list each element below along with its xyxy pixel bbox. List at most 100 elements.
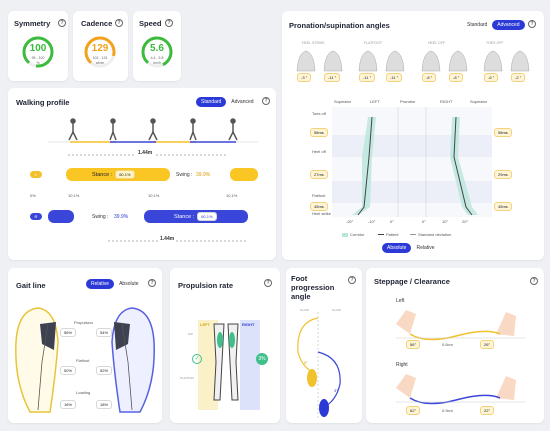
help-icon[interactable]: ?	[528, 20, 536, 28]
propulsion-right-label: RIGHT	[242, 322, 255, 327]
absolute-button[interactable]: Absolute	[382, 243, 412, 253]
x-tick: 10°	[442, 219, 449, 224]
steppage-left-diagram	[396, 310, 526, 341]
speed-range: 4.4 - 5.8	[150, 56, 164, 60]
percent-zero: 0%	[30, 193, 36, 198]
right-ms-1: 98ms	[494, 128, 512, 137]
double-support-2: 10.1%	[148, 193, 160, 198]
steppage-card: Steppage / Clearance ? Left 56° 0.6cm 26…	[366, 268, 544, 423]
help-icon[interactable]: ?	[348, 276, 356, 284]
right-foot-icon: R	[30, 213, 42, 220]
legend-patient-swatch	[378, 234, 384, 235]
angle-badge: -11 °	[359, 73, 376, 82]
symmetry-range: 95 - 100	[31, 56, 45, 60]
axis-left: LEFT	[370, 99, 380, 104]
relative-button[interactable]: Relative	[416, 245, 435, 251]
x-tick: 20°	[462, 219, 469, 224]
speed-value: 5.6	[150, 43, 164, 54]
help-icon[interactable]: ?	[58, 19, 66, 27]
phase-heel-strike: HEEL STRIKE	[302, 41, 325, 45]
standard-toggle[interactable]: Standard	[196, 97, 227, 107]
legend-std: Standard deviation	[418, 232, 452, 237]
steppage-right-diagram	[396, 374, 526, 405]
axis-right: RIGHT	[440, 99, 453, 104]
help-icon[interactable]: ?	[165, 19, 173, 27]
symmetry-value: 100	[29, 43, 47, 54]
pronation-card: Pronation/supination angles Standard Adv…	[282, 11, 544, 260]
left-next-stance	[230, 168, 258, 181]
angle-values: -3 ° -11 ° -11 ° -11 ° -8 ° -8 ° -6 ° -2…	[292, 73, 537, 82]
double-support-3: 10.1%	[226, 193, 238, 198]
symmetry-unit: %	[36, 61, 40, 65]
help-icon[interactable]: ?	[262, 97, 270, 105]
axis-plantar: PLANTAR	[180, 376, 194, 380]
advanced-toggle[interactable]: Advanced	[492, 20, 525, 30]
left-stance-value: 60.1%	[115, 170, 135, 179]
walking-profile-title: Walking profile	[16, 98, 70, 107]
cadence-card: Cadence ? 129 102 - 124 s/min	[73, 11, 128, 81]
propulsion-right: 54%	[96, 328, 113, 337]
x-tick: 0°	[390, 219, 394, 224]
symmetry-gauge	[22, 36, 54, 68]
row-flatfoot: Flatfoot	[312, 193, 326, 198]
cadence-value: 129	[91, 43, 109, 54]
angle-badge: -3 °	[297, 73, 312, 82]
pronation-view-toggle: Standard Advanced	[462, 20, 525, 30]
propulsion-right-badge: 3%	[256, 353, 268, 365]
row-heel-strike: Heel strike	[312, 211, 331, 216]
angle-badge: -11 °	[324, 73, 341, 82]
angle-badge: -11 °	[386, 73, 403, 82]
steppage-title: Steppage / Clearance	[374, 277, 450, 286]
right-swing-value: 39.9%	[114, 214, 129, 220]
propulsion-rate-card: Propulsion rate ? LEFT RIGHT HIP PLANTAR…	[170, 268, 280, 423]
legend-patient: Patient	[386, 232, 399, 237]
x-tick: -20°	[346, 219, 354, 224]
cadence-unit: s/min	[95, 61, 105, 65]
right-swing-label: Swing :	[92, 214, 109, 220]
help-icon[interactable]: ?	[115, 19, 123, 27]
loading-label: Loading	[76, 390, 91, 395]
row-heel-off: Heel off	[312, 149, 326, 154]
left-ms-2: 27ms	[310, 170, 328, 179]
symmetry-card: Symmetry ? 100 95 - 100 %	[8, 11, 68, 81]
right-prev-stance	[48, 210, 74, 223]
right-stance-value: 60.1%	[197, 212, 217, 221]
legend-corridor-swatch	[342, 233, 348, 237]
foot-angle-icons	[296, 50, 530, 72]
help-icon[interactable]: ?	[264, 279, 272, 287]
gait-view-toggle: Relative Absolute	[86, 279, 144, 289]
speed-unit: km/h	[153, 61, 161, 65]
axis-pronator: Pronator	[400, 99, 416, 104]
propulsion-label: Propulsion	[74, 320, 93, 325]
cadence-gauge	[84, 36, 116, 68]
flatfoot-right: 52%	[96, 366, 113, 375]
help-icon[interactable]: ?	[148, 279, 156, 287]
axis-hip: HIP	[188, 332, 194, 336]
left-progression-angle: 5°	[304, 360, 308, 365]
angle-badge: -8 °	[449, 73, 464, 82]
angle-badge: -8 °	[422, 73, 437, 82]
advanced-toggle[interactable]: Advanced	[231, 99, 254, 105]
absolute-toggle[interactable]: Absolute	[119, 281, 139, 287]
standard-toggle[interactable]: Standard	[467, 22, 488, 28]
slow-label-left: SLOW	[300, 308, 309, 312]
help-icon[interactable]: ?	[530, 277, 538, 285]
distance-bottom: 1.44m	[158, 236, 177, 242]
propulsion-left: 56%	[60, 328, 77, 337]
phase-toes-off: TOES OFF	[486, 41, 504, 45]
relative-toggle[interactable]: Relative	[86, 279, 115, 289]
speed-card: Speed ? 5.6 4.4 - 5.8 km/h	[133, 11, 181, 81]
cadence-title: Cadence	[81, 19, 113, 28]
legend-corridor: Corridor	[350, 232, 365, 237]
loading-right: 18%	[96, 400, 113, 409]
phase-heel-off: HEEL OFF	[428, 41, 445, 45]
left-clearance: 0.6cm	[442, 342, 453, 347]
loading-left: 16%	[60, 400, 77, 409]
right-ms-2: 29ms	[494, 170, 512, 179]
walking-figures	[48, 118, 258, 143]
foot-progression-title: Foot progression angle	[291, 274, 335, 301]
gait-line-title: Gait line	[16, 281, 46, 290]
right-ms-3: 45ms	[494, 202, 512, 211]
distance-bottom-line	[108, 240, 248, 242]
x-tick: -10°	[368, 219, 376, 224]
